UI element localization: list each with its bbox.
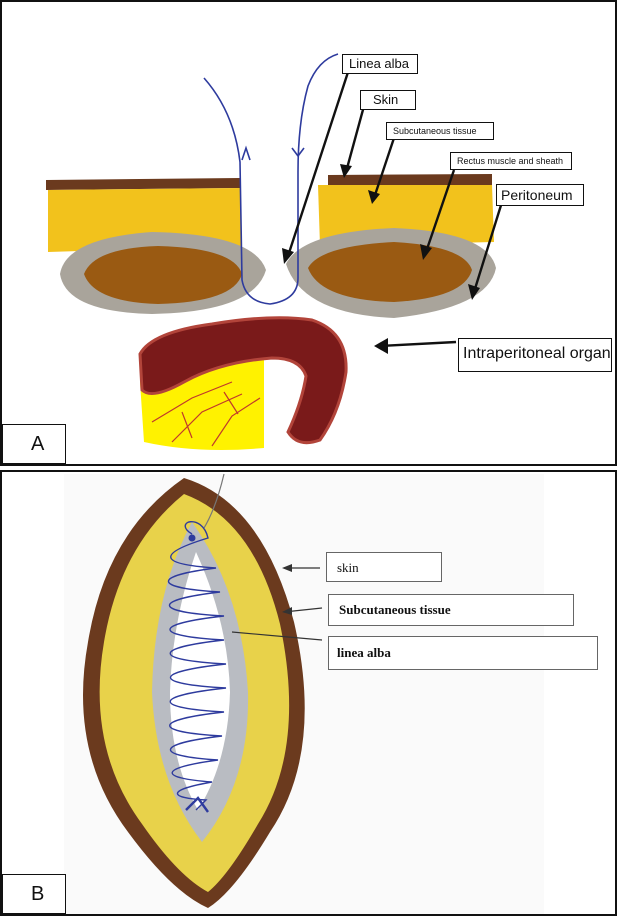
suture-start-knot	[189, 535, 196, 542]
panel-letter-b: B	[2, 874, 66, 914]
panel-letter-a: A	[2, 424, 66, 464]
label-rectus-a: Rectus muscle and sheath	[450, 152, 572, 170]
arrow-organ	[380, 342, 456, 346]
label-subcutaneous-b: Subcutaneous tissue	[328, 594, 574, 626]
panel-a: Linea alba Skin Subcutaneous tissue Rect…	[0, 0, 617, 466]
label-linea-alba-b: linea alba	[328, 636, 598, 670]
suture-arrow-up	[242, 148, 250, 160]
label-subcutaneous-a: Subcutaneous tissue	[386, 122, 494, 140]
skin-left	[46, 178, 240, 190]
panel-b: skin Subcutaneous tissue linea alba B	[0, 470, 617, 916]
panel-a-illustration	[2, 2, 617, 466]
label-organ-a: Intraperitoneal organ	[458, 338, 612, 372]
label-skin-b: skin	[326, 552, 442, 582]
label-skin-a: Skin	[360, 90, 416, 110]
label-peritoneum-a: Peritoneum	[496, 184, 584, 206]
skin-right	[328, 174, 492, 186]
arrow-skin	[346, 106, 364, 172]
panel-b-illustration	[2, 472, 617, 916]
label-linea-alba-a: Linea alba	[342, 54, 418, 74]
